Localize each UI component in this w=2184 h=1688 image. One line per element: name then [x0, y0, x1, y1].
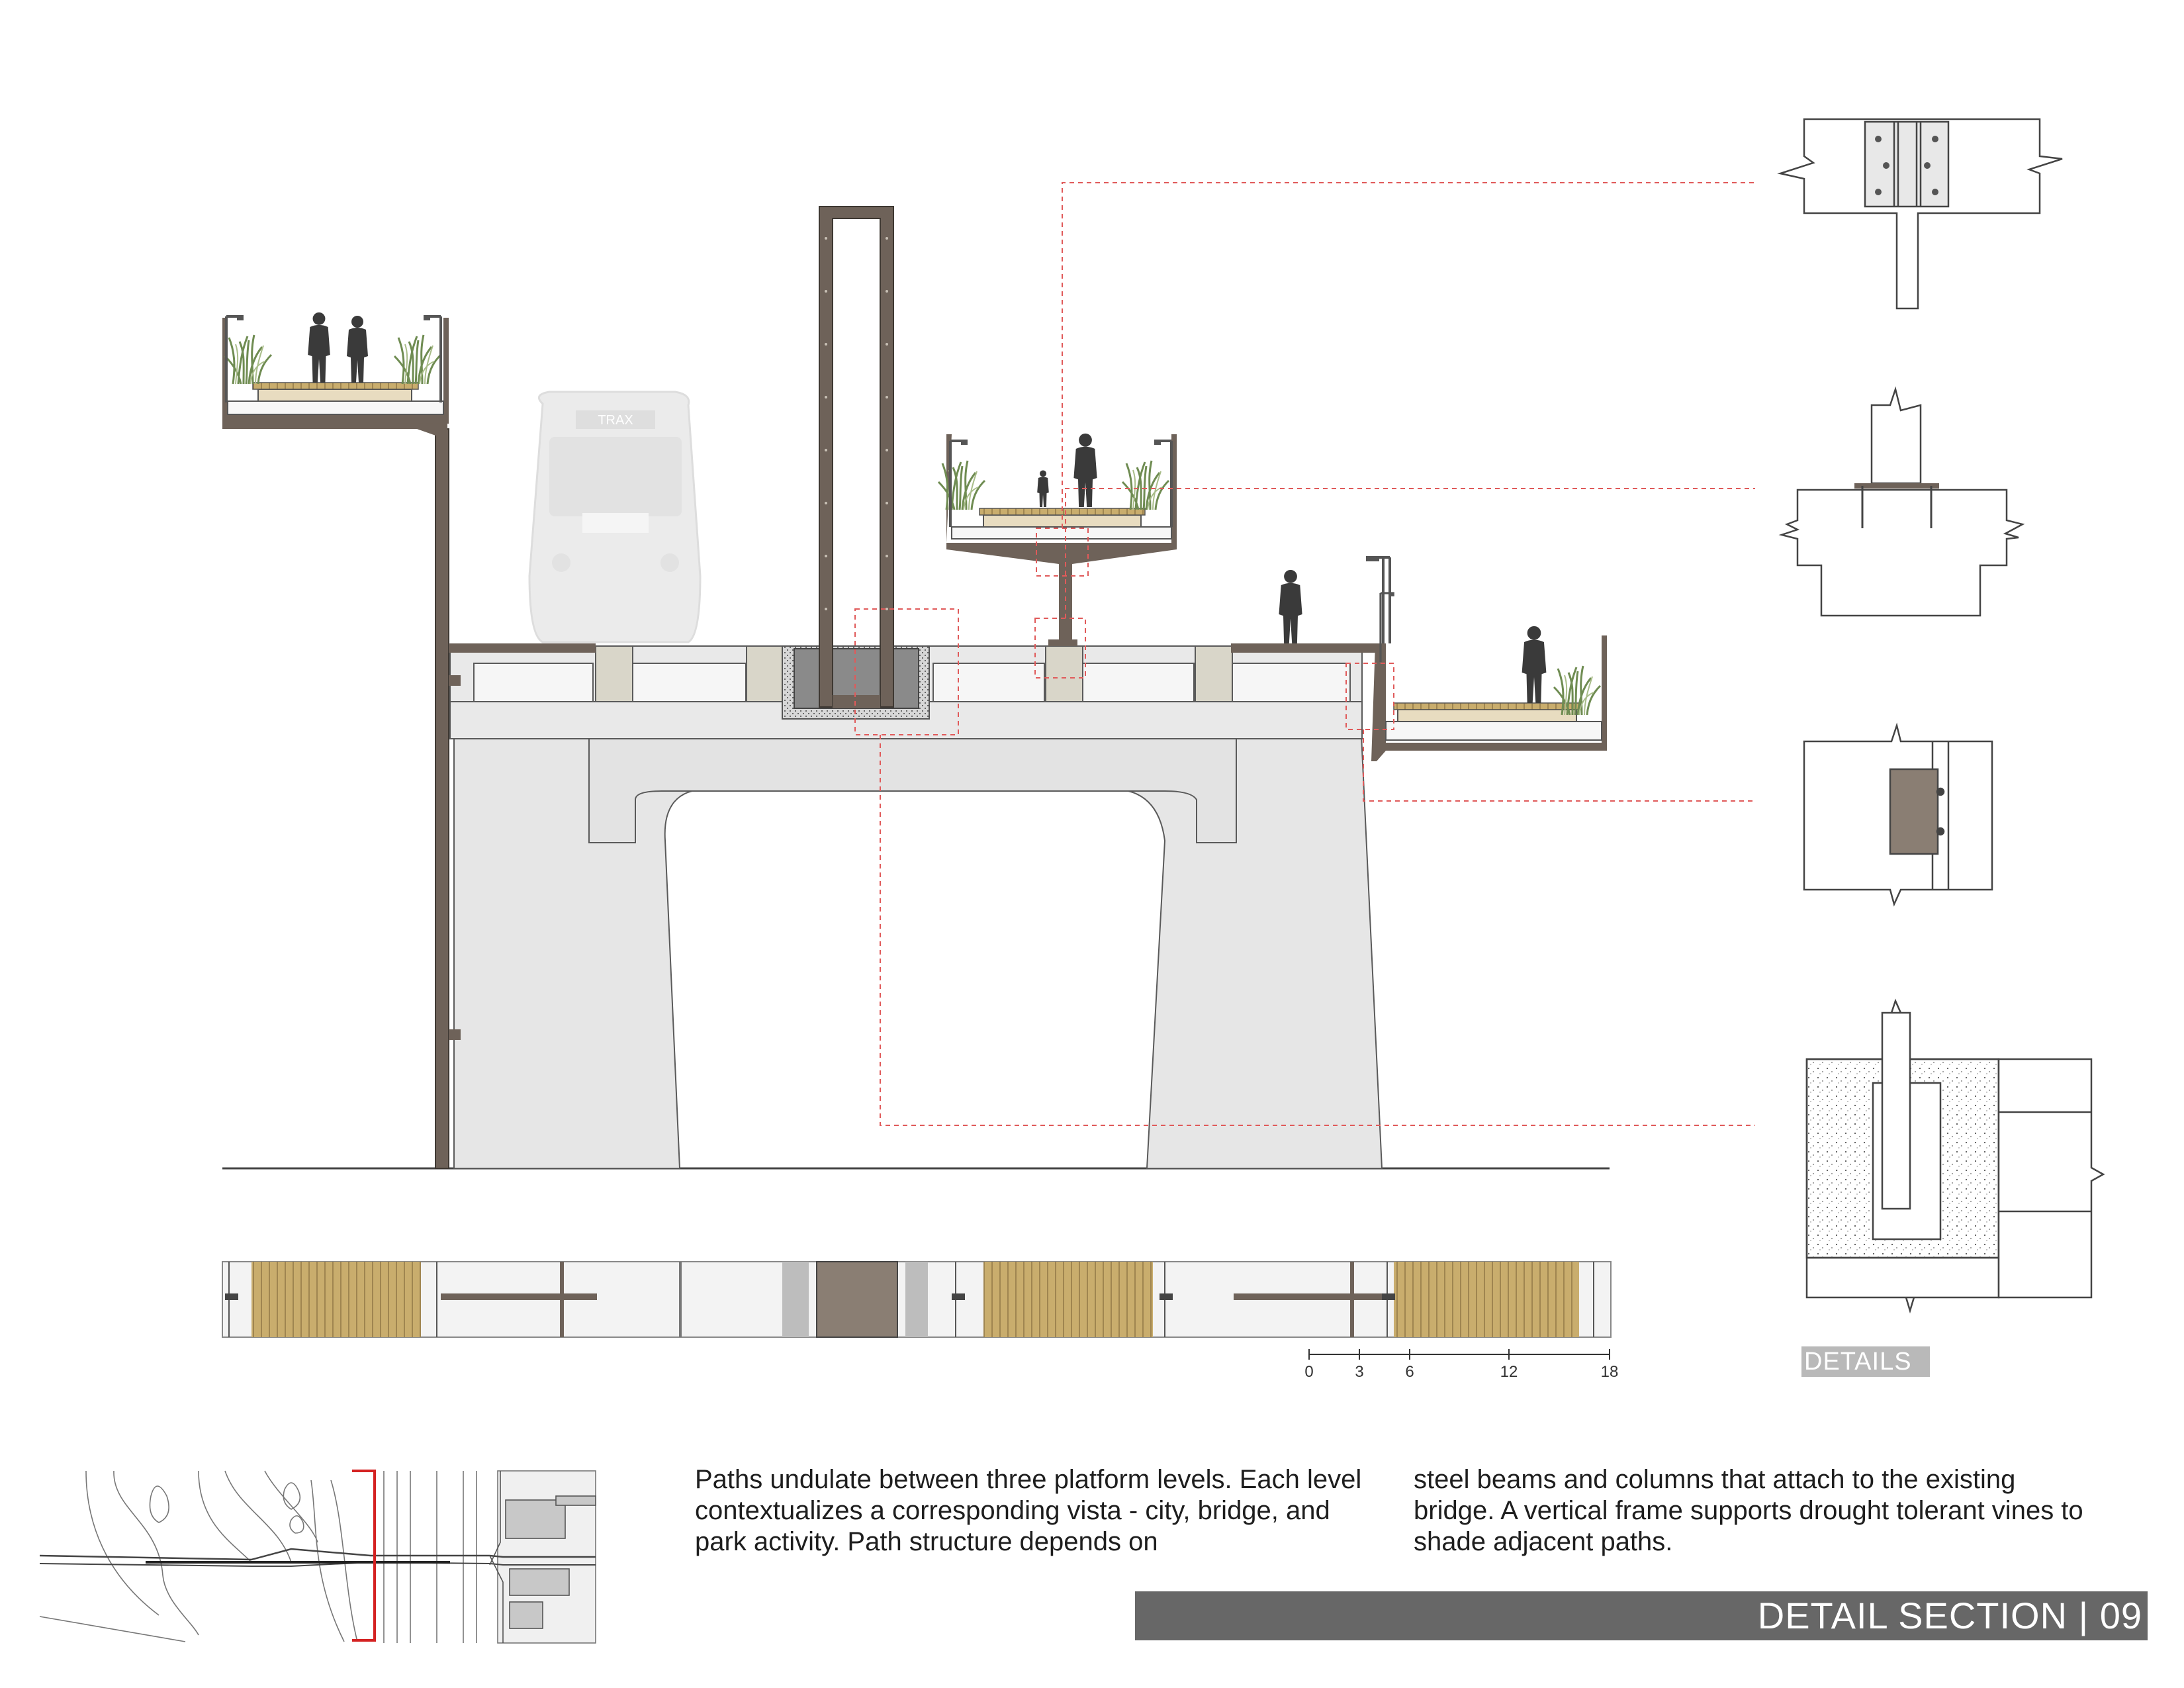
description-column-1: Paths undulate between three platform le…	[695, 1465, 1362, 1556]
plan-strip	[222, 1261, 1612, 1338]
scale-tick-12: 12	[1500, 1363, 1518, 1381]
scale-bar: 0 3 6 12 18	[1304, 1349, 1618, 1381]
scale-tick-18: 18	[1601, 1363, 1619, 1381]
lower-platform-park	[1371, 555, 1607, 761]
description-column-2: steel beams and columns that attach to t…	[1414, 1465, 2083, 1556]
upper-platform-city	[222, 312, 449, 424]
light-rail-train-icon: TRAX	[528, 391, 702, 643]
detail-leader-lines	[854, 182, 1755, 1126]
train-destination-sign: TRAX	[598, 413, 633, 428]
person-silhouette-icon	[308, 312, 330, 383]
key-plan-section-marker	[352, 1470, 376, 1642]
scale-tick-3: 3	[1355, 1363, 1363, 1381]
scale-tick-6: 6	[1405, 1363, 1414, 1381]
vertical-vine-frame	[819, 206, 894, 708]
middle-platform-bridge	[937, 433, 1177, 646]
details-label: DETAILS	[1801, 1346, 1930, 1377]
detail-frame-footing	[1805, 998, 2105, 1314]
key-plan	[39, 1470, 596, 1644]
left-steel-column	[435, 428, 449, 1169]
title-bar: DETAIL SECTION | 09	[1135, 1591, 2148, 1640]
detail-side-bracket	[1803, 722, 1993, 907]
detail-column-base-plate	[1778, 386, 2025, 617]
detail-beam-column-connection	[1777, 118, 2063, 310]
scale-tick-0: 0	[1304, 1363, 1313, 1381]
sheet-title: DETAIL SECTION | 09	[1757, 1595, 2142, 1636]
